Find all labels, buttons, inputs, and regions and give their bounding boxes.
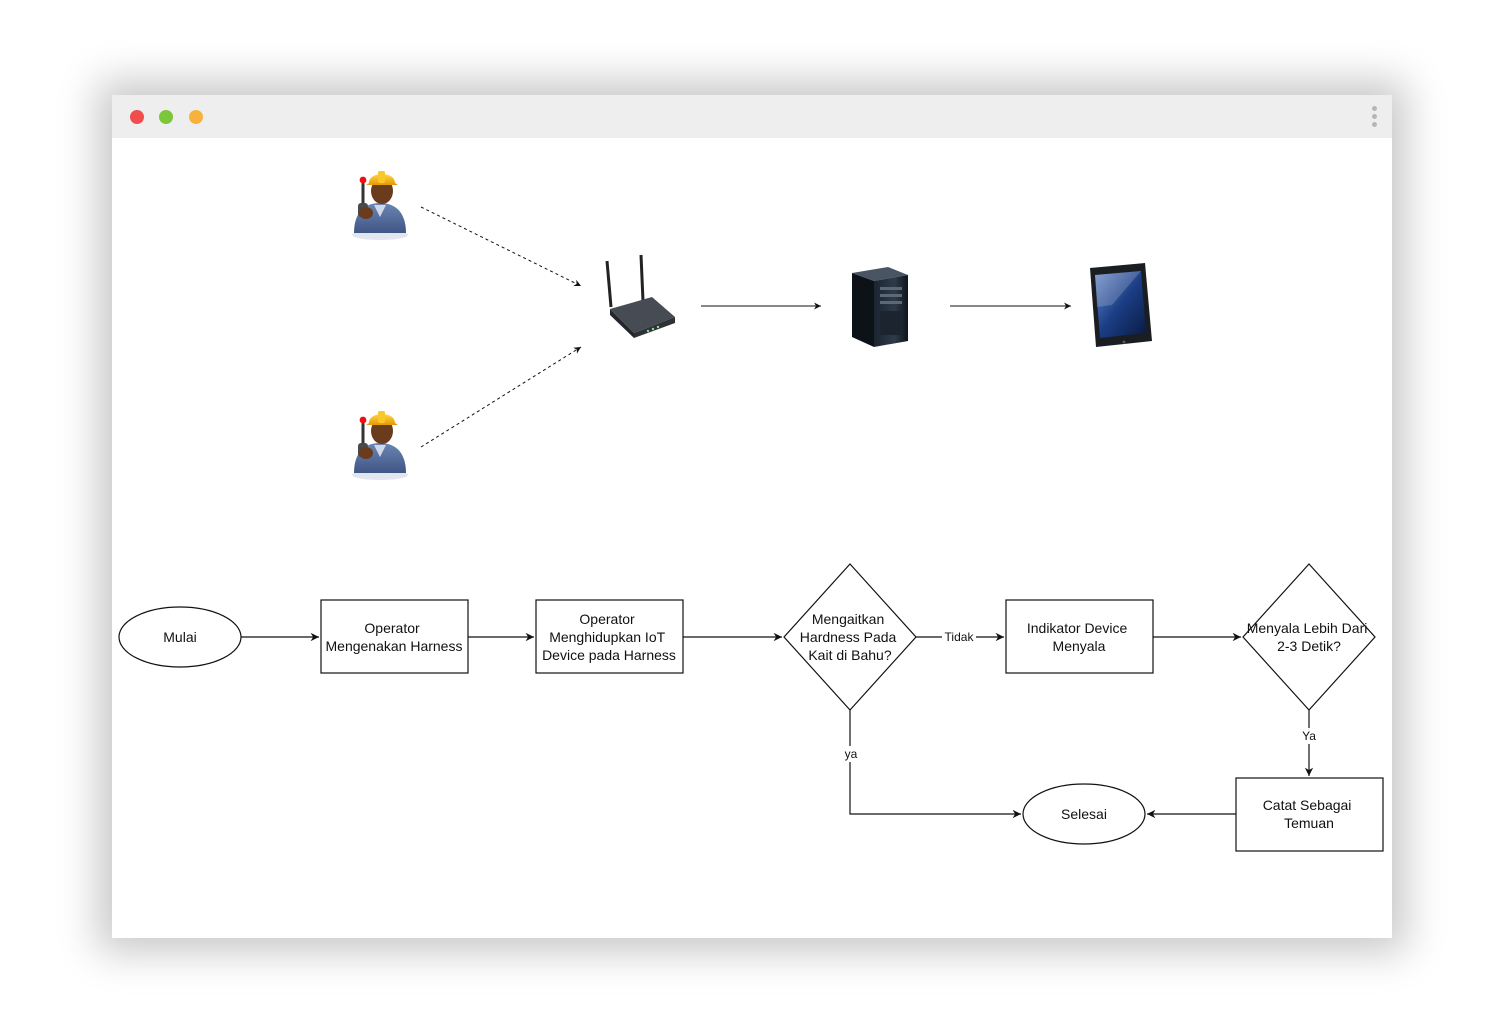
diagram-canvas: Mulai Operator Mengenakan Harness Operat…	[118, 169, 1384, 852]
tablet-icon	[1090, 263, 1152, 347]
edge-decision1-end	[849, 710, 1021, 819]
step3-label: Indikator Device Menyala	[1027, 620, 1131, 654]
server-tower-icon	[852, 267, 908, 347]
process-indicator-on	[1005, 599, 1154, 674]
worker-icon-bottom	[350, 409, 410, 482]
process-wear-harness	[320, 599, 469, 674]
process-record-finding	[1235, 777, 1384, 852]
minimize-button[interactable]	[159, 110, 173, 124]
step2-label: Operator Menghidupkan IoT Device pada Ha…	[542, 611, 676, 663]
step4-label: Catat Sebagai Temuan	[1263, 797, 1356, 831]
decision1-yes-label: ya	[845, 747, 858, 761]
maximize-button[interactable]	[189, 110, 203, 124]
decision2-yes-label: Ya	[1302, 729, 1316, 743]
end-label: Selesai	[1061, 806, 1107, 822]
connection-worker1-router	[420, 206, 582, 287]
start-label: Mulai	[163, 629, 196, 645]
decision1-no-label: Tidak	[945, 630, 975, 644]
decision-lit-duration	[1242, 563, 1376, 711]
connection-worker2-router	[420, 346, 582, 448]
browser-window: Mulai Operator Mengenakan Harness Operat…	[112, 95, 1392, 938]
kebab-menu-icon[interactable]	[1370, 106, 1378, 130]
decision1-label: Mengaitkan Hardness Pada Kait di Bahu?	[800, 611, 900, 663]
flowchart-connectors	[241, 632, 1314, 819]
wifi-router-icon	[605, 254, 675, 338]
decision2-label: Menyala Lebih Dari 2-3 Detik?	[1247, 620, 1372, 654]
network-connections	[420, 206, 1071, 448]
close-button[interactable]	[130, 110, 144, 124]
flowchart	[118, 563, 1384, 852]
title-bar	[112, 95, 1392, 138]
end-terminator	[1022, 783, 1146, 845]
worker-icon-top	[350, 169, 410, 242]
step1-label: Operator Mengenakan Harness	[326, 620, 463, 654]
